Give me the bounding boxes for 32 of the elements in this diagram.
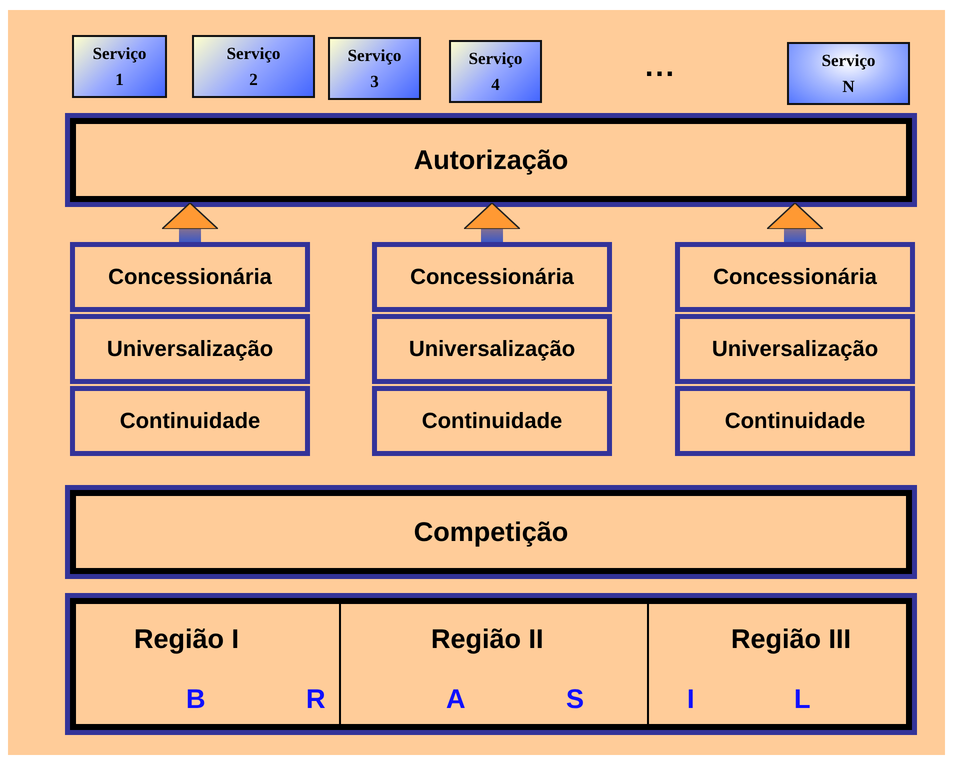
service-label: Serviço 3 [346, 45, 402, 93]
service-box [787, 42, 910, 105]
letter: B [186, 684, 206, 715]
ellipsis: ... [645, 50, 676, 84]
service-label: Serviço 2 [226, 43, 282, 91]
letter: A [446, 684, 466, 715]
layer-box: Continuidade [675, 386, 915, 456]
service-label: Serviço N [820, 50, 876, 98]
layer-box: Universalização [675, 314, 915, 384]
block-arrow [463, 202, 521, 242]
layer-box: Continuidade [70, 386, 310, 456]
service-box [449, 40, 542, 103]
layer-box: Universalização [372, 314, 612, 384]
block-arrow [161, 202, 219, 242]
region-title: Região I [134, 624, 240, 655]
service-box [72, 35, 167, 98]
letter: R [306, 684, 326, 715]
block-arrow [766, 202, 824, 242]
layer-box: Concessionária [70, 242, 310, 312]
layer-box: Concessionária [372, 242, 612, 312]
service-label: Serviço 1 [92, 43, 148, 91]
letter: S [566, 684, 584, 715]
letter: I [687, 684, 695, 715]
letter: L [794, 684, 810, 715]
service-label: Serviço 4 [468, 48, 524, 96]
layer-box: Continuidade [372, 386, 612, 456]
region-title: Região III [731, 624, 852, 655]
region-title: Região II [431, 624, 544, 655]
service-box [192, 35, 315, 98]
layer-box: Concessionária [675, 242, 915, 312]
service-box [328, 37, 421, 100]
layer-box: Universalização [70, 314, 310, 384]
